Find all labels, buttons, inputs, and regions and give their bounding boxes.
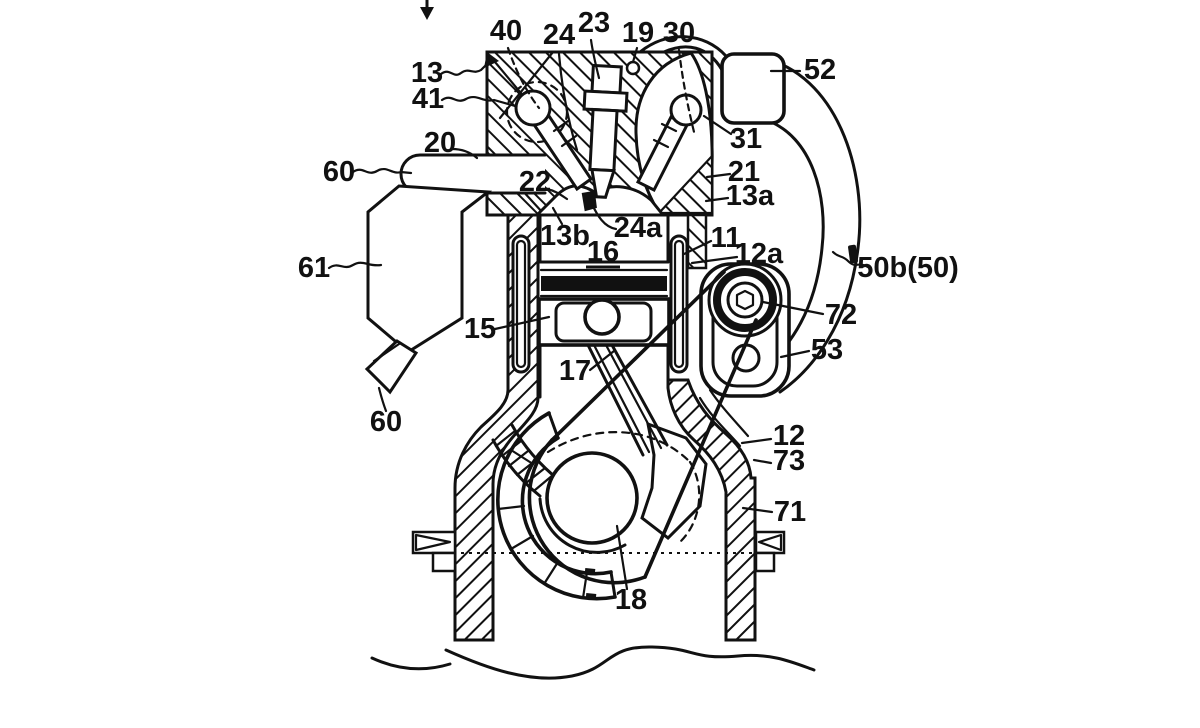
leader-line-50b(50) [831, 250, 870, 269]
crankcase-12 [370, 530, 816, 680]
leader-line-11 [682, 239, 713, 256]
canister-61 [364, 184, 493, 395]
piston-ring-band [541, 276, 667, 291]
liner-strip-right [669, 234, 689, 374]
chain-housing-53 [699, 262, 791, 398]
ref-label-17: 17 [559, 355, 591, 387]
ref-label-71: 71 [774, 496, 806, 528]
ref-label-40: 40 [490, 15, 522, 47]
ref-label-73: 73 [773, 445, 805, 477]
ref-label-21: 21 [728, 156, 760, 188]
leader-line-40 [506, 46, 541, 110]
leader-line-24 [557, 52, 579, 152]
leader-line-13b [551, 206, 564, 226]
ref-label-12a: 12a [735, 238, 784, 270]
ref-label-19: 19 [622, 17, 654, 49]
ref-label-50b(50): 50b(50) [857, 252, 959, 284]
leader-line-15 [493, 315, 551, 331]
ref-label-24a: 24a [614, 212, 663, 244]
leader-line-30 [677, 48, 697, 138]
ref-label-11: 11 [711, 222, 742, 254]
ref-label-15: 15 [464, 313, 496, 345]
balancer-weight-73 [640, 421, 708, 540]
ref-label-60: 60 [323, 156, 355, 188]
ref-label-24: 24 [543, 19, 575, 51]
leader-line-53 [779, 349, 811, 359]
head-bolt-hole-19 [625, 60, 641, 76]
cylinder-block-11 [453, 213, 757, 642]
ref-label-23: 23 [578, 7, 610, 39]
ref-label-13b: 13b [540, 220, 590, 252]
fuel-injector-23 [581, 63, 629, 212]
ref-label-18: 18 [615, 584, 647, 616]
case-bottom-break-line [444, 645, 816, 680]
piston-pin [583, 298, 621, 336]
piston-15 [537, 260, 671, 347]
balancer-orbit-dashed-71 [546, 431, 692, 464]
cam-sprocket-72 [707, 262, 783, 338]
intake-valve-41 [514, 89, 594, 192]
leader-line-73 [752, 458, 773, 465]
leader-line-61 [327, 261, 383, 270]
leader-line-23 [589, 38, 601, 80]
ref-label-41: 41 [412, 83, 444, 115]
pipe-clamp-mark [848, 244, 858, 264]
leader-line-13a [704, 196, 730, 203]
liner-strip-left [511, 234, 531, 374]
crankpin-big-end [545, 451, 639, 545]
ref-label-72: 72 [825, 299, 857, 331]
leader-line-17 [588, 349, 616, 372]
leader-line-60 [351, 167, 413, 175]
transfer-passage-right [698, 388, 750, 448]
ref-label-52: 52 [804, 54, 836, 86]
ref-label-22: 22 [519, 166, 551, 198]
leader-line-24a [590, 202, 618, 231]
ref-label-60: 60 [370, 406, 402, 438]
mounting-tab-left [411, 530, 457, 573]
ref-label-31: 31 [730, 123, 762, 155]
cylinder-head-13 [485, 50, 714, 217]
leader-line-20 [450, 147, 479, 160]
recirculation-pipe-50b [638, 35, 862, 394]
leader-line-21 [705, 172, 732, 179]
ref-label-30: 30 [663, 17, 695, 49]
component-box-52 [720, 52, 786, 125]
leader-line-13 [439, 61, 490, 76]
ref-label-12: 12 [773, 420, 805, 452]
leader-line-71 [741, 506, 774, 514]
cam-chain [527, 270, 758, 585]
ref-label-61: 61 [298, 252, 330, 284]
exhaust-valve-31 [635, 93, 703, 193]
ref-label-53: 53 [811, 334, 843, 366]
ref-label-13: 13 [411, 57, 443, 89]
leader-line-72 [761, 300, 825, 316]
leader-line-22 [545, 187, 569, 201]
leader-line-18 [615, 524, 629, 591]
ref-label-13a: 13a [726, 180, 775, 212]
leader-line-12a [690, 255, 739, 265]
mounting-tab-right [754, 530, 786, 573]
figure-pointer-arrow [420, 0, 434, 20]
leader-line-31 [702, 114, 733, 136]
leader-line-41 [440, 95, 517, 108]
ref-label-20: 20 [424, 127, 456, 159]
leader-line-12 [740, 437, 773, 445]
leader-line-60 [377, 386, 388, 413]
ref-label-16: 16 [587, 236, 619, 268]
leader-line-19 [631, 46, 639, 64]
